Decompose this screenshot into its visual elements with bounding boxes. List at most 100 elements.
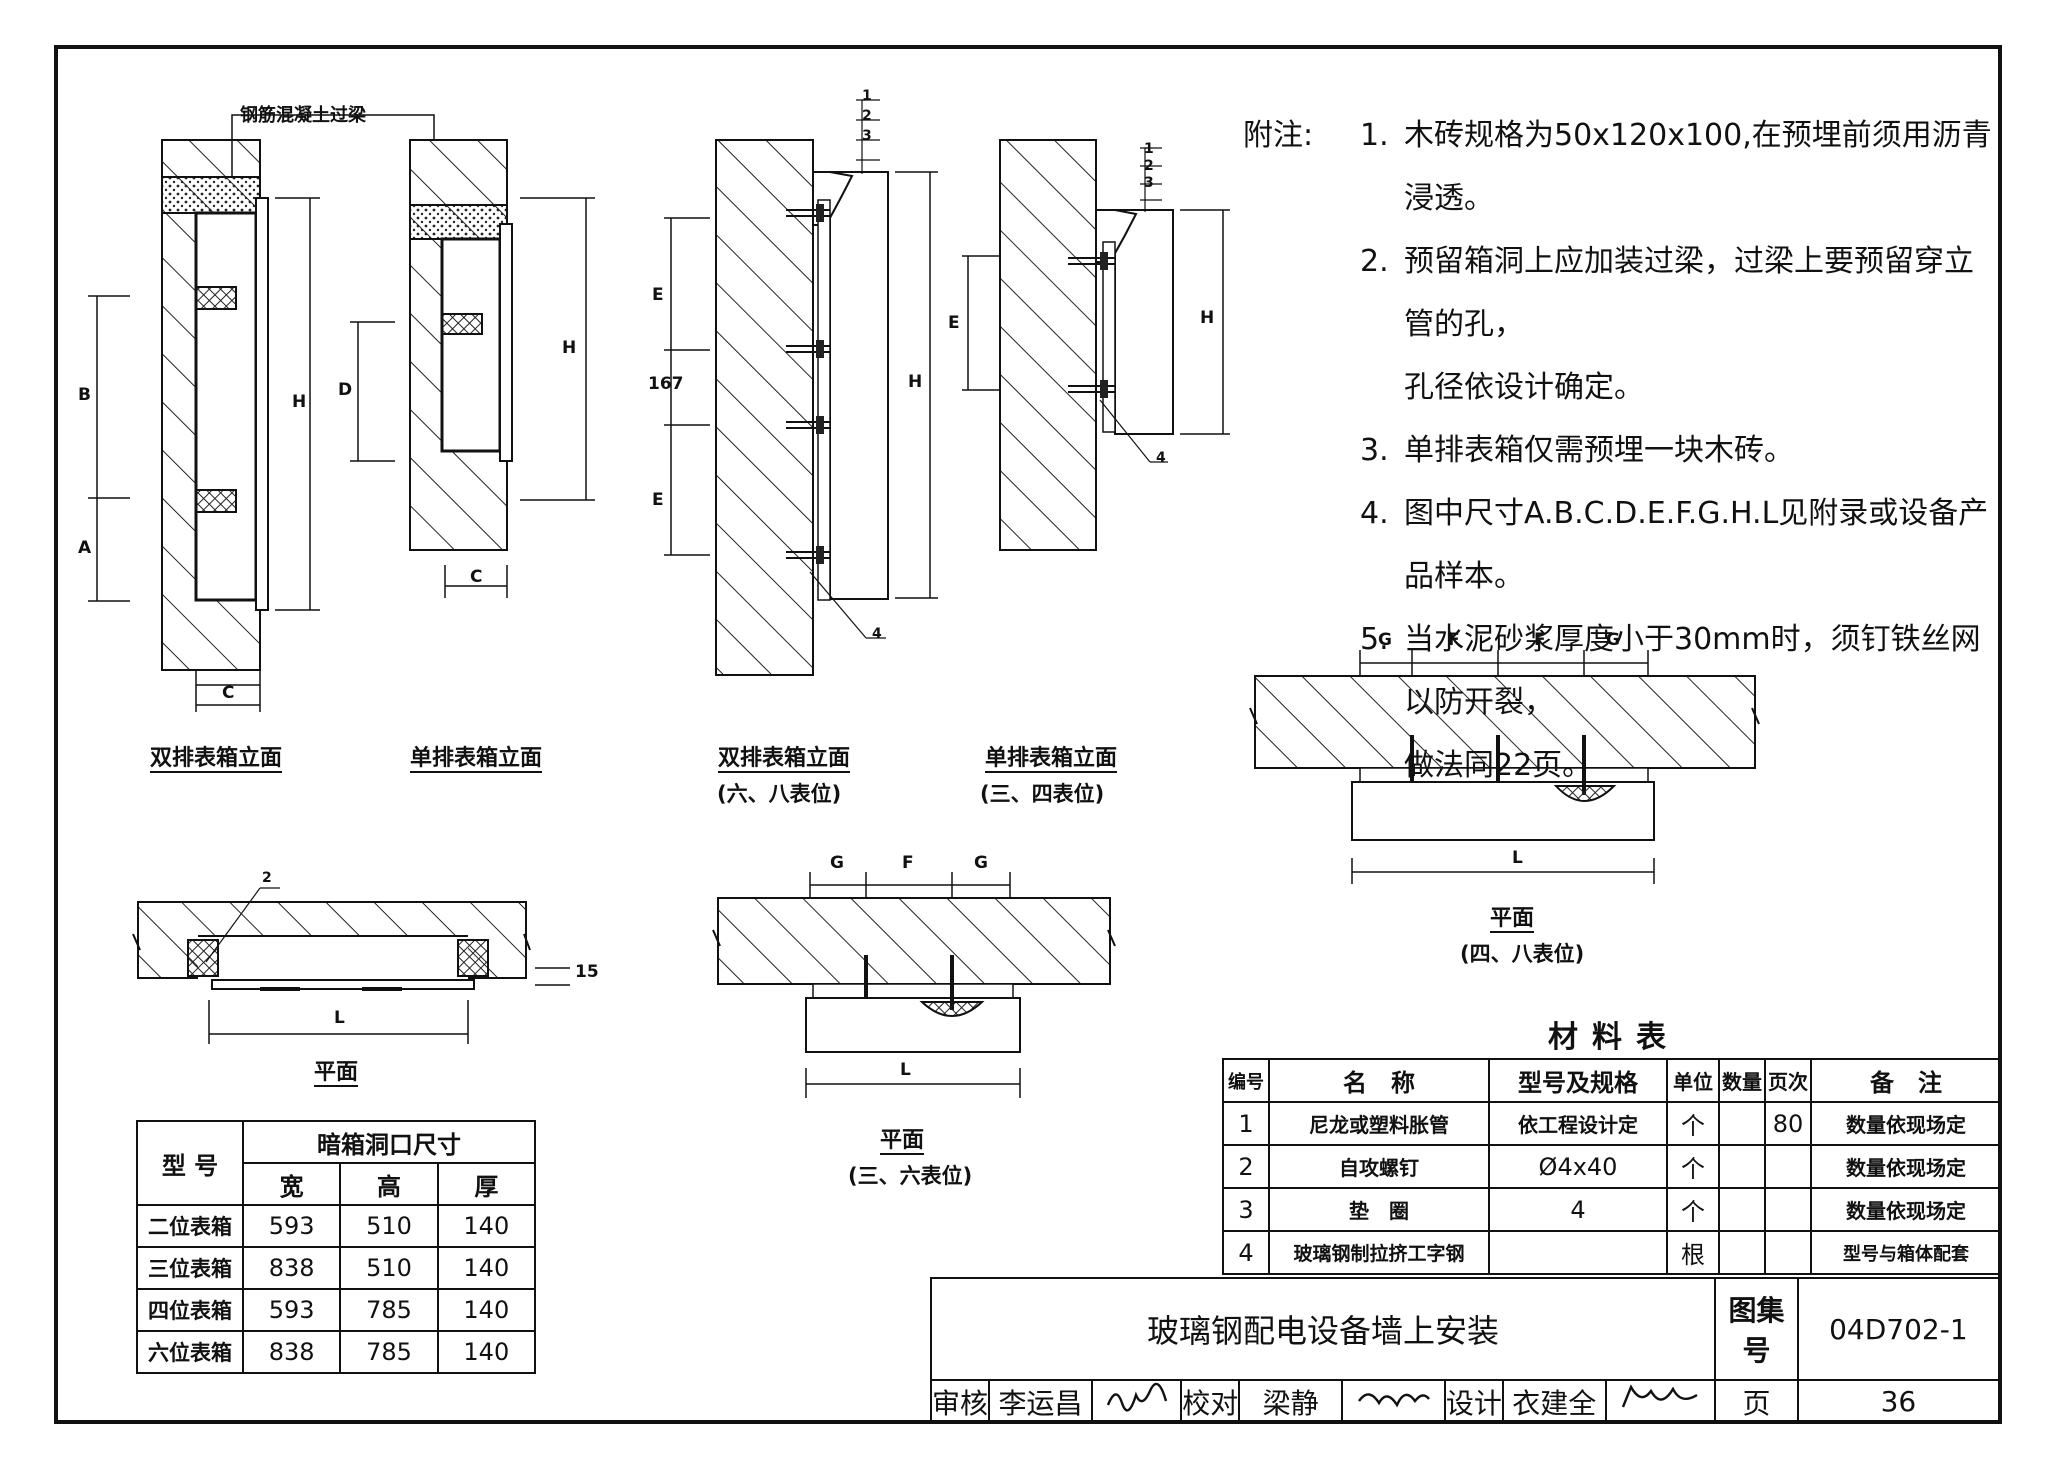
designer-signature [1604, 1379, 1717, 1424]
table-cell: 型号与箱体配套 [1810, 1230, 2002, 1275]
note-text: 预留箱洞上应加装过梁，过梁上要预留穿立管的孔， [1404, 244, 1974, 342]
table-cell: 根 [1666, 1230, 1720, 1275]
table-cell [1718, 1230, 1766, 1275]
dim-H-1: H [292, 392, 307, 412]
table-row: 三位表箱 838 510 140 [136, 1246, 537, 1290]
title-plan3: 平面 [1490, 906, 1535, 931]
table-cell: 个 [1666, 1144, 1720, 1189]
dim-F-2: F [902, 853, 914, 873]
note-text: 图中尺寸A.B.C.D.E.F.G.H.L见附录或设备产品样本。 [1404, 496, 1989, 594]
table-cell [1764, 1144, 1812, 1189]
table-cell [1764, 1230, 1812, 1275]
review-label: 审核 [929, 1379, 991, 1424]
note-2-continuation: 孔径依设计确定。 [1404, 370, 1644, 405]
plan-three-six [712, 872, 1116, 1098]
page-label: 页 [1714, 1379, 1799, 1424]
subtitle-plan2: (三、六表位) [848, 1164, 973, 1188]
title-elev3: 双排表箱立面 [718, 746, 851, 771]
designer-name: 衣建全 [1501, 1379, 1607, 1424]
note-1: 附注: 1. 木砖规格为50x120x100,在预埋前须用沥青浸透。 [1243, 104, 2003, 230]
table-cell: 三位表箱 [136, 1246, 244, 1290]
subtitle-elev3: (六、八表位) [717, 782, 842, 806]
page-number: 36 [1796, 1379, 2001, 1424]
dim-E-lower: E [652, 490, 664, 510]
dim-G-3a: G [1378, 630, 1392, 650]
dim-G-2a: G [830, 853, 844, 873]
note-text: 单排表箱仅需预埋一块木砖。 [1404, 433, 1794, 468]
table-cell: 二位表箱 [136, 1204, 244, 1248]
table-row: 二位表箱 593 510 140 [136, 1204, 537, 1248]
table-cell: 140 [436, 1246, 537, 1290]
note-number: 2. [1360, 244, 1389, 279]
note-number: 4. [1360, 496, 1389, 531]
table-cell: 数量依现场定 [1810, 1144, 2002, 1189]
table-cell: 785 [339, 1330, 439, 1374]
mat-header-page: 页次 [1764, 1058, 1812, 1103]
check-label: 校对 [1180, 1379, 1241, 1424]
table-cell: 个 [1666, 1101, 1720, 1146]
reviewer-name: 李运昌 [988, 1379, 1093, 1424]
dim-F-3b: F [1534, 630, 1546, 650]
callout-2-plan: 2 [262, 870, 272, 886]
table-row: 2 自攻螺钉 Ø4x40 个 数量依现场定 [1222, 1144, 2002, 1189]
table-cell: 140 [436, 1288, 537, 1332]
table-cell [1718, 1101, 1766, 1146]
note-5-continuation: 做法同22页。 [1404, 748, 1593, 783]
table-cell: 140 [436, 1204, 537, 1248]
mat-header-unit: 单位 [1666, 1058, 1720, 1103]
title-plan2: 平面 [880, 1128, 925, 1153]
elevation-double-row-surface [664, 99, 938, 676]
table-row: 六位表箱 838 785 140 [136, 1330, 537, 1374]
table-cell: 838 [241, 1330, 342, 1374]
table-cell: 六位表箱 [136, 1330, 244, 1374]
size-table-type-header: 型 号 [136, 1120, 244, 1206]
dim-15: 15 [575, 962, 599, 982]
materials-table: 编号 名 称 型号及规格 单位 数量 页次 备 注 1 尼龙或塑料胀管 依工程设… [1222, 1058, 2002, 1275]
dim-D: D [338, 380, 353, 400]
mat-header-qty: 数量 [1718, 1058, 1766, 1103]
dim-B: B [78, 385, 91, 405]
callout-4-a: 4 [872, 626, 882, 642]
table-cell: 4 [1488, 1187, 1668, 1232]
table-cell: 个 [1666, 1187, 1720, 1232]
dim-H-4: H [1200, 308, 1215, 328]
lintel-label: 钢筋混凝土过梁 [240, 105, 366, 126]
note-number: 3. [1360, 433, 1389, 468]
size-table-group-header: 暗箱洞口尺寸 [242, 1120, 536, 1164]
callout-3-a: 3 [862, 128, 872, 144]
checker-signature [1341, 1379, 1446, 1424]
table-cell: 数量依现场定 [1810, 1187, 2002, 1232]
dim-G-3b: G [1606, 630, 1620, 650]
table-row: 4 玻璃钢制拉挤工字钢 根 型号与箱体配套 [1222, 1230, 2002, 1275]
atlas-label: 图集号 [1714, 1277, 1799, 1381]
atlas-number: 04D702-1 [1796, 1277, 2001, 1381]
callout-1-b: 1 [1144, 141, 1154, 157]
table-cell: 1 [1222, 1101, 1270, 1146]
dim-H-2: H [562, 338, 577, 358]
title-elev2: 单排表箱立面 [410, 746, 543, 771]
table-cell: 垫 圈 [1268, 1187, 1490, 1232]
mat-header-name: 名 称 [1268, 1058, 1490, 1103]
notes-prefix: 附注: [1243, 118, 1314, 153]
callout-1-a: 1 [862, 88, 872, 104]
table-cell: 80 [1764, 1101, 1812, 1146]
dim-167: 167 [648, 374, 684, 394]
size-table-col-width: 宽 [241, 1162, 342, 1206]
dim-L-3: L [1512, 848, 1523, 868]
dim-E-4: E [948, 313, 960, 333]
table-cell: 玻璃钢制拉挤工字钢 [1268, 1230, 1490, 1275]
table-cell: 593 [241, 1288, 342, 1332]
title-elev1: 双排表箱立面 [150, 746, 283, 771]
table-cell: 785 [339, 1288, 439, 1332]
subtitle-elev4: (三、四表位) [980, 782, 1105, 806]
note-2: 2. 预留箱洞上应加装过梁，过梁上要预留穿立管的孔， [1243, 230, 2003, 356]
callout-2-b: 2 [1144, 158, 1154, 174]
table-cell: 4 [1222, 1230, 1270, 1275]
table-cell [1718, 1144, 1766, 1189]
reviewer-signature [1090, 1379, 1183, 1424]
dim-H-3: H [908, 372, 923, 392]
table-cell: 四位表箱 [136, 1288, 244, 1332]
note-5: 5. 当水泥砂浆厚度小于30mm时，须钉铁丝网以防开裂， [1243, 608, 2003, 734]
table-cell [1718, 1187, 1766, 1232]
box-size-table: 型 号 暗箱洞口尺寸 宽 高 厚 二位表箱 593 510 140 三位表箱 8… [136, 1120, 537, 1374]
